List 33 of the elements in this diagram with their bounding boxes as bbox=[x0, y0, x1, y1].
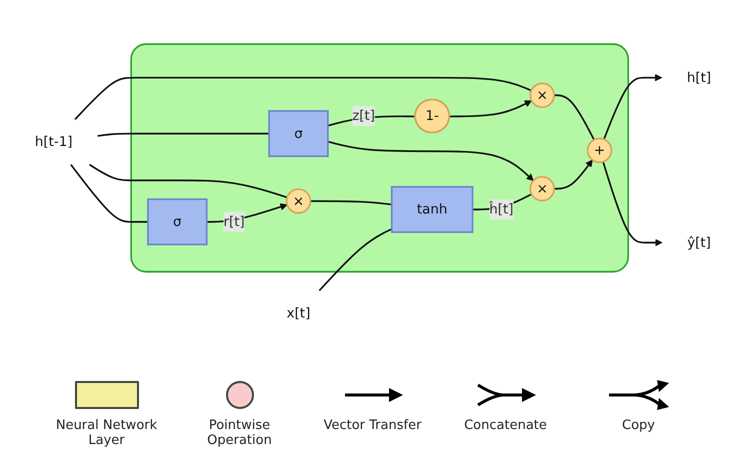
connector bbox=[310, 200, 392, 206]
edge-label: r[t] bbox=[222, 213, 244, 230]
connector bbox=[88, 164, 287, 198]
legend-label: Concatenate bbox=[464, 418, 547, 433]
connector bbox=[97, 132, 269, 137]
arrow bbox=[449, 100, 532, 118]
node-text: h[t-1] bbox=[34, 134, 72, 150]
arrow bbox=[327, 140, 534, 182]
node-box: σ bbox=[268, 110, 328, 158]
node-text: h[t] bbox=[686, 69, 711, 86]
node-circle: × bbox=[528, 176, 554, 202]
node-box: σ bbox=[146, 198, 208, 246]
connector bbox=[74, 76, 532, 120]
connector bbox=[327, 116, 416, 126]
connector bbox=[554, 94, 594, 140]
edge-label: z[t] bbox=[352, 108, 374, 124]
node-circle: + bbox=[586, 138, 612, 164]
arrow bbox=[602, 162, 662, 246]
edge-label: ĥ[t] bbox=[488, 201, 514, 218]
connector bbox=[318, 228, 392, 292]
legend-label: Copy bbox=[622, 418, 655, 433]
arrow bbox=[554, 160, 592, 190]
legend-label: Neural Network Layer bbox=[54, 418, 158, 448]
node-circle: × bbox=[285, 188, 311, 214]
legend-label: Vector Transfer bbox=[324, 418, 422, 433]
arrow bbox=[602, 74, 662, 140]
node-text: ŷ[t] bbox=[686, 234, 710, 250]
cluster bbox=[130, 43, 629, 273]
node-circle: × bbox=[528, 82, 554, 108]
legend-label: Pointwise Operation bbox=[206, 418, 273, 448]
node-box: tanh bbox=[390, 186, 473, 233]
node-text: x[t] bbox=[286, 304, 310, 321]
connector bbox=[70, 164, 148, 223]
